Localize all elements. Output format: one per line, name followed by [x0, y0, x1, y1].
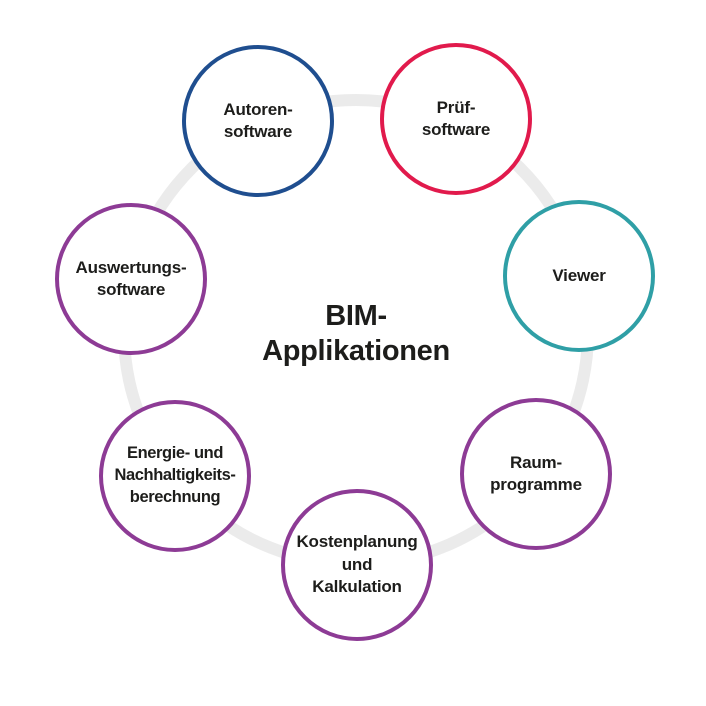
node-label: Kostenplanung und Kalkulation	[296, 531, 417, 598]
node-label: Raum- programme	[490, 452, 582, 497]
node-kostenplanung-kalkulation: Kostenplanung und Kalkulation	[281, 489, 433, 641]
node-label-line: Auswertungs-	[75, 257, 187, 277]
node-label-line: software	[223, 122, 293, 141]
node-label-line: Nachhaltigkeits-	[114, 466, 236, 485]
node-label-line: Kostenplanung	[296, 532, 418, 552]
node-pruef-software: Prüf- software	[380, 43, 532, 195]
node-label-line: berechnung	[129, 487, 221, 506]
node-label-line: Viewer	[552, 265, 606, 285]
node-label-line: Raum-	[510, 452, 562, 472]
node-viewer: Viewer	[503, 200, 655, 352]
node-label: Energie- und Nachhaltigkeits- berechnung	[114, 443, 235, 508]
node-label-line: Kalkulation	[312, 577, 402, 597]
node-label-line: software	[96, 280, 166, 299]
node-label-line: Energie- und	[126, 444, 224, 463]
diagram-title-line: BIM-	[325, 300, 387, 332]
diagram-title: BIM- Applikationen	[206, 299, 506, 370]
node-label-line: Autoren-	[223, 99, 293, 119]
node-label-line: programme	[490, 475, 582, 494]
node-label: Viewer	[552, 265, 606, 287]
node-auswertungs-software: Auswertungs- software	[55, 203, 207, 355]
node-autoren-software: Autoren- software	[182, 45, 334, 197]
node-label-line: software	[421, 120, 491, 139]
node-energie-nachhaltigkeitsberechnung: Energie- und Nachhaltigkeits- berechnung	[99, 400, 251, 552]
diagram-title-line: Applikationen	[262, 335, 450, 368]
node-label: Prüf- software	[421, 97, 491, 142]
node-label-line: Prüf-	[436, 97, 476, 117]
node-label: Autoren- software	[223, 99, 292, 144]
node-label: Auswertungs- software	[76, 257, 187, 302]
node-raumprogramme: Raum- programme	[460, 398, 612, 550]
node-label-line: und	[341, 554, 373, 574]
